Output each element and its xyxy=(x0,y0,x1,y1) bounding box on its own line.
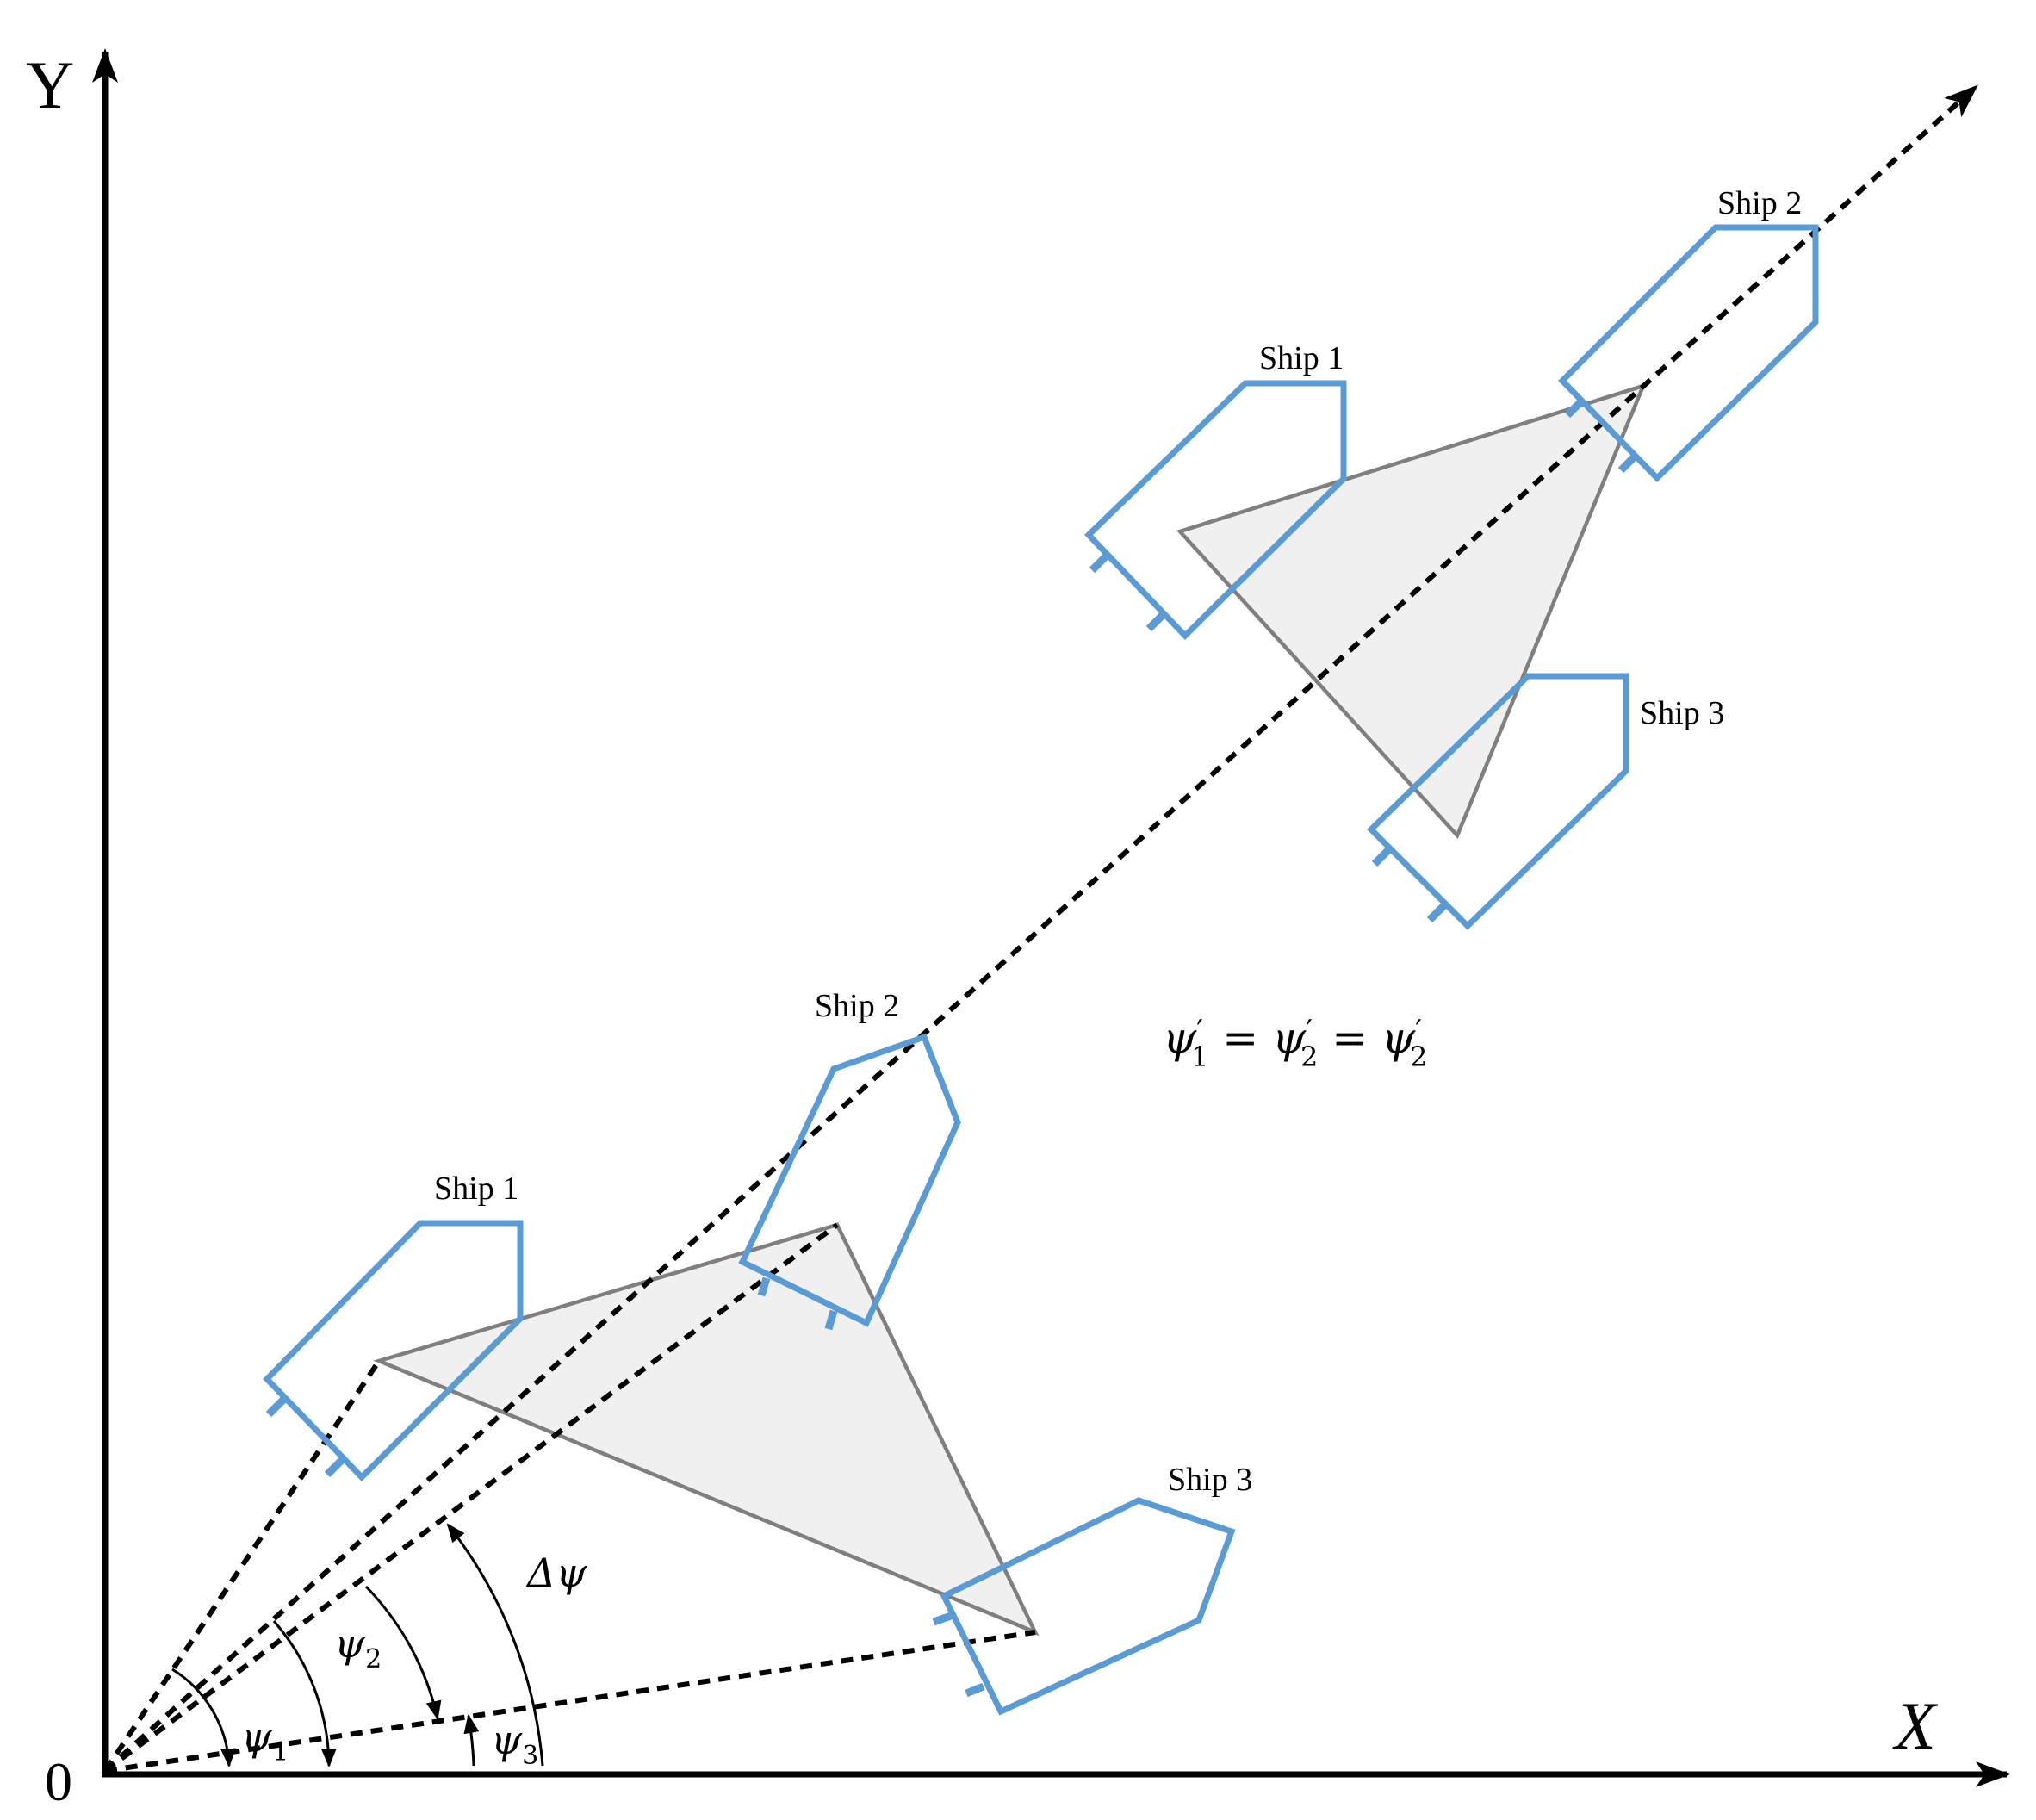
dashed-line-trajectory xyxy=(102,84,1978,1773)
ship-2-thruster xyxy=(1617,451,1640,474)
ship-2-thruster xyxy=(757,1276,771,1297)
dashed-line-ship2 xyxy=(103,1222,839,1773)
ship-3-thruster xyxy=(1426,901,1449,923)
ship-3-hull xyxy=(1367,673,1629,930)
initial-formation-triangle xyxy=(373,1222,1040,1637)
ship-1-hull xyxy=(263,1220,524,1481)
ship-1-thruster xyxy=(1089,551,1111,574)
initial-ship-3 xyxy=(932,1497,1236,1716)
initial-ship-2 xyxy=(738,1033,961,1331)
ship-3-thruster xyxy=(1371,845,1394,867)
psi2-arc xyxy=(272,1620,337,1767)
psi2-label: ψ2 xyxy=(334,1620,382,1674)
x-axis-label: X xyxy=(1892,1688,1939,1763)
final-formation-triangle xyxy=(1176,382,1647,840)
dashed-line-ship1 xyxy=(102,1359,382,1773)
psi1-arc xyxy=(171,1668,236,1767)
final-ship-3 xyxy=(1367,673,1629,930)
ship-1-thruster xyxy=(324,1456,346,1478)
psi2-return-arc xyxy=(364,1585,442,1720)
initial-ship-1-label: Ship 1 xyxy=(434,1171,518,1207)
ship-2-hull xyxy=(1558,224,1819,482)
psi1-label: ψ1 xyxy=(241,1713,289,1767)
psi3-label: ψ3 xyxy=(491,1717,538,1771)
psi3-arc xyxy=(463,1714,480,1767)
dashed-lines xyxy=(102,84,1978,1773)
final-ship-1-label: Ship 1 xyxy=(1259,340,1344,376)
ship-1-thruster xyxy=(1145,610,1168,632)
ship-2-thruster xyxy=(1564,396,1586,419)
ship-3-thruster xyxy=(965,1682,985,1698)
ship-1-thruster xyxy=(265,1395,288,1418)
initial-ship-3-label: Ship 3 xyxy=(1168,1462,1252,1498)
final-ship-1 xyxy=(1084,380,1347,640)
origin-label: 0 xyxy=(45,1751,72,1812)
ship-3-hull xyxy=(940,1497,1236,1716)
ship-2-thruster xyxy=(824,1309,838,1331)
heading-equation: ψ′1 = ψ′2 = ψ′2 xyxy=(1163,1013,1427,1073)
y-axis-label: Y xyxy=(26,47,74,122)
initial-ship-1 xyxy=(263,1220,524,1481)
ship-2-hull xyxy=(738,1033,961,1327)
delta-psi-label: Δψ xyxy=(525,1550,587,1596)
final-ship-2 xyxy=(1558,224,1819,482)
angle-arcs xyxy=(171,1523,544,1767)
ship-3-thruster xyxy=(932,1612,953,1626)
delta-psi-arc xyxy=(446,1523,544,1767)
final-ship-2-label: Ship 2 xyxy=(1717,185,1802,221)
dashed-line-ship3 xyxy=(104,1630,1036,1773)
ship-1-hull xyxy=(1084,380,1347,640)
final-ship-3-label: Ship 3 xyxy=(1640,695,1724,731)
initial-ship-2-label: Ship 2 xyxy=(815,988,899,1024)
